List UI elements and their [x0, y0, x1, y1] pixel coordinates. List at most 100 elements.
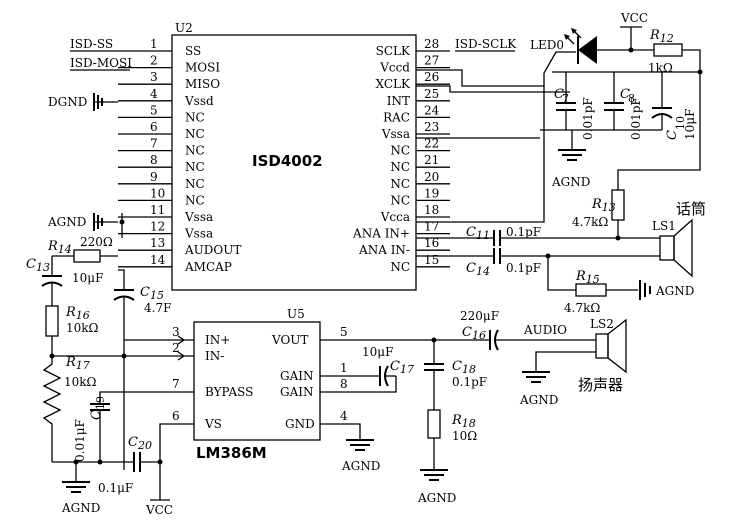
- u5-pin2-num: 2: [172, 341, 180, 355]
- u2-pin-name: Vssa: [184, 227, 213, 241]
- agnd-spk-label: AGND: [519, 393, 558, 407]
- u2-ref: U2: [175, 21, 193, 35]
- u2-pin-number: 20: [424, 170, 439, 184]
- r12-sub: 12: [660, 32, 674, 45]
- c8-ref: C: [620, 87, 630, 102]
- c8-sub: 8: [628, 92, 635, 105]
- agnd-r18-label: AGND: [417, 491, 456, 505]
- agnd-u5-label: AGND: [341, 459, 380, 473]
- u2-pin-number: 16: [424, 236, 439, 250]
- c18-value: 0.1pF: [452, 375, 487, 389]
- c17-value: 10μF: [362, 345, 393, 359]
- u2-pin-name: Vcca: [380, 210, 410, 224]
- svg-text:C14: C14: [466, 261, 490, 278]
- ls1-ref: LS1: [652, 219, 676, 233]
- svg-text:C11: C11: [466, 225, 490, 242]
- u2-pin-number: 22: [424, 137, 439, 151]
- u2-pin-name: NC: [390, 177, 410, 191]
- output-network: C18 0.1pF R18 10Ω AGND 220μF C16 AUDIO A…: [417, 309, 627, 505]
- dgnd-label: DGND: [48, 95, 87, 109]
- u2-pin-name: SS: [185, 44, 201, 58]
- svg-text:C16: C16: [462, 325, 486, 342]
- svg-text:R12: R12: [649, 28, 674, 45]
- u2-pin-name: NC: [185, 110, 205, 124]
- u2-pin-number: 2: [150, 54, 158, 68]
- agnd-left-label: AGND: [47, 215, 86, 229]
- u2-pin-number: 8: [150, 153, 158, 167]
- u2-pin-name: ANA IN+: [352, 227, 410, 241]
- u2-pin-name: RAC: [383, 110, 410, 124]
- speaker-icon: [595, 318, 627, 374]
- r17-value: 10kΩ: [64, 375, 97, 389]
- u2-pin-name: MISO: [185, 77, 220, 91]
- u2-pin-name: NC: [390, 260, 410, 274]
- ls2-label: 扬声器: [578, 376, 623, 394]
- r16-value: 10kΩ: [66, 321, 99, 335]
- svg-text:C13: C13: [26, 257, 50, 274]
- svg-text:C20: C20: [128, 435, 152, 452]
- u2-pin-name: Vccd: [379, 61, 410, 75]
- r14-sub: 14: [58, 243, 72, 256]
- c19-ref: C: [89, 410, 104, 420]
- c19-sub: 19: [94, 396, 107, 410]
- c13-value: 10μF: [72, 271, 103, 285]
- r18-value: 10Ω: [452, 429, 477, 443]
- u5-chip: U5 LM386M 3 IN+ 2 IN- 7 BYPASS 6 VS 5 VO…: [124, 307, 490, 473]
- vcc-top-label: VCC: [620, 11, 648, 25]
- u2-right-pins: 28SCLK27Vccd26XCLK25INT24RAC23Vssa22NC21…: [352, 37, 450, 274]
- svg-text:R13: R13: [591, 197, 616, 214]
- u5-pin7-num: 7: [172, 377, 180, 391]
- u2-pin-number: 28: [424, 37, 439, 51]
- u5-pin6-name: VS: [204, 417, 222, 431]
- r16-ref: R: [65, 305, 76, 320]
- left-bottom-network: R14 220Ω C13 10μF C15 4.7F R16 10kΩ R17 …: [26, 235, 176, 517]
- r17-ref: R: [65, 355, 76, 370]
- u2-pin-number: 27: [424, 54, 439, 68]
- c16-ref: C: [462, 325, 472, 340]
- c7-value: 0.01pF: [581, 97, 595, 140]
- agnd-caps-label: AGND: [551, 175, 590, 189]
- svg-text:R17: R17: [65, 355, 90, 372]
- svg-text:C17: C17: [390, 359, 414, 376]
- c11-value: 0.1pF: [506, 225, 541, 239]
- u5-pin5-name: VOUT: [271, 333, 308, 347]
- u2-pin-name: NC: [390, 193, 410, 207]
- u5-ref: U5: [287, 307, 305, 321]
- u5-pin1-num: 1: [340, 361, 348, 375]
- u2-pin-number: 7: [150, 137, 158, 151]
- u2-pin-number: 14: [150, 253, 166, 267]
- u2-pin-number: 1: [150, 37, 158, 51]
- ls2-ref: LS2: [590, 317, 614, 331]
- c17-sub: 17: [400, 363, 414, 376]
- r15-ref: R: [575, 269, 586, 284]
- u2-body: [171, 34, 417, 291]
- u2-pin-name: NC: [185, 127, 205, 141]
- r14-value: 220Ω: [80, 235, 113, 249]
- c18-ref: C: [452, 359, 462, 374]
- u2-pin-number: 4: [150, 87, 158, 101]
- c20-ref: C: [128, 435, 138, 450]
- net-isd-mosi: ISD-MOSI: [70, 56, 132, 70]
- u2-pin-name: NC: [390, 160, 410, 174]
- u2-pin-name: AUDOUT: [184, 243, 241, 257]
- u2-pin-name: NC: [185, 160, 205, 174]
- u2-pin-number: 5: [150, 103, 158, 117]
- r13-value: 4.7kΩ: [572, 215, 608, 229]
- c15-value: 4.7F: [144, 301, 171, 315]
- u5-pin4-name: GND: [285, 417, 315, 431]
- u2-pin-name: NC: [185, 193, 205, 207]
- u2-pin-number: 3: [150, 70, 158, 84]
- c14-sub: 14: [476, 265, 490, 278]
- u5-pin6-num: 6: [172, 409, 180, 423]
- c10-ref: C: [665, 130, 680, 140]
- u2-pin-number: 13: [150, 236, 165, 250]
- r17-sub: 17: [76, 359, 90, 372]
- u2-pin-number: 15: [424, 253, 439, 267]
- u2-pin-name: AMCAP: [184, 260, 232, 274]
- led-label: LED0: [530, 38, 564, 52]
- u2-pin-name: NC: [390, 144, 410, 158]
- u2-pin-name: Vssd: [184, 94, 214, 108]
